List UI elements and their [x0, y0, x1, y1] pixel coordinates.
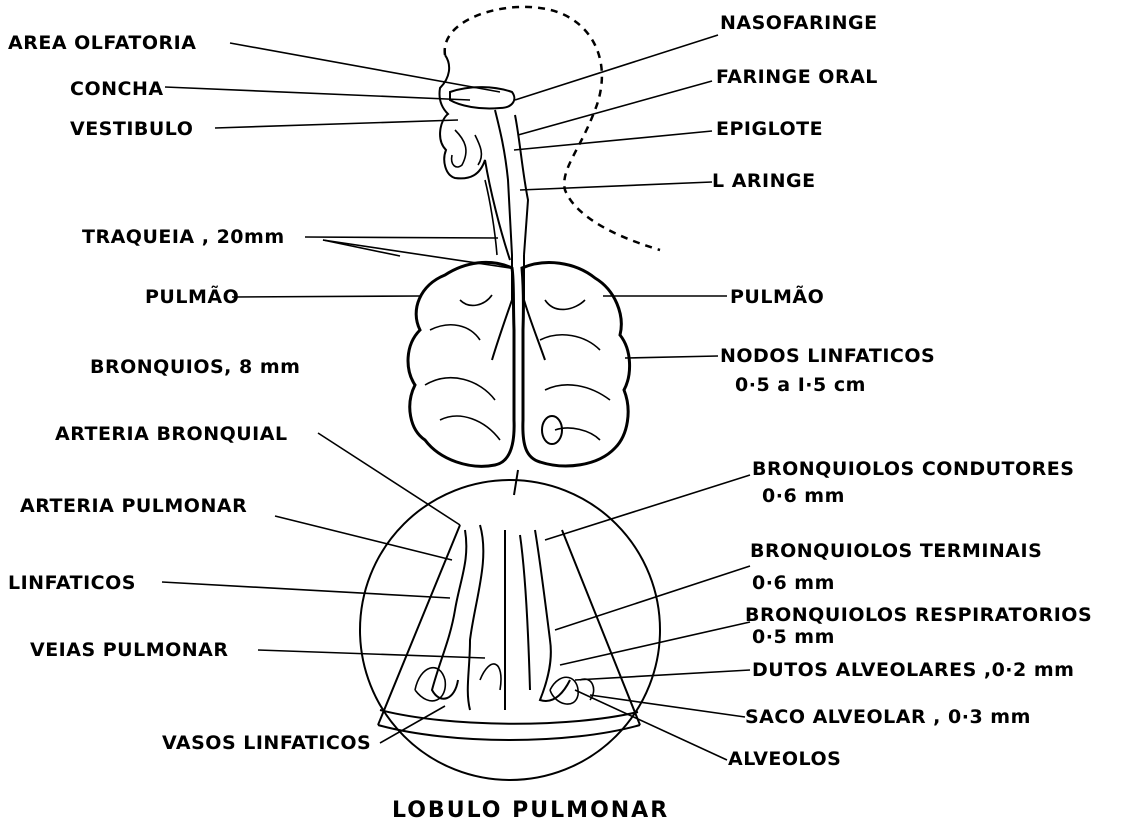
mouth-detail [452, 130, 482, 167]
label-arteria-bronquial: ARTERIA BRONQUIAL [55, 425, 288, 444]
label-veias-pulmonar: VEIAS PULMONAR [30, 641, 229, 660]
label-bronquios: BRONQUIOS, 8 mm [90, 358, 300, 377]
label-vestibulo: VESTIBULO [70, 120, 193, 139]
lobule-cone [378, 525, 640, 740]
label-laringe: L ARINGE [712, 172, 816, 191]
lobule-circle [360, 480, 660, 780]
label-bronquiolos-condutores-size: 0·6 mm [762, 487, 845, 506]
caption-lobulo-pulmonar: LOBULO PULMONAR [392, 800, 669, 822]
label-linfaticos: LINFATICOS [8, 574, 136, 593]
label-nodos-linfaticos: NODOS LINFATICOS [720, 347, 935, 366]
label-dutos-alveolares: DUTOS ALVEOLARES ,0·2 mm [752, 661, 1074, 680]
label-area-olfatoria: AREA OLFATORIA [8, 34, 196, 53]
label-bronquiolos-terminais-size: 0·6 mm [752, 574, 835, 593]
head-outline [445, 7, 660, 250]
label-pulmao-left: PULMÃO [145, 288, 239, 307]
label-vasos-linfaticos: VASOS LINFATICOS [162, 734, 371, 753]
label-bronquiolos-respiratorios-size: 0·5 mm [752, 628, 835, 647]
label-bronquiolos-terminais: BRONQUIOLOS TERMINAIS [750, 542, 1042, 561]
label-arteria-pulmonar: ARTERIA PULMONAR [20, 497, 247, 516]
label-traqueia: TRAQUEIA , 20mm [82, 228, 285, 247]
label-nasofaringe: NASOFARINGE [720, 14, 878, 33]
label-faringe-oral: FARINGE ORAL [716, 68, 878, 87]
face-profile [439, 55, 510, 260]
label-concha: CONCHA [70, 80, 164, 99]
label-nodos-size: 0·5 a I·5 cm [735, 376, 866, 395]
label-saco-alveolar: SACO ALVEOLAR , 0·3 mm [745, 708, 1031, 727]
label-bronquiolos-respiratorios: BRONQUIOLOS RESPIRATORIOS [745, 606, 1092, 625]
nasal-cavity [450, 87, 514, 108]
right-lung [522, 263, 630, 466]
pharynx [495, 110, 528, 255]
label-bronquiolos-condutores: BRONQUIOLOS CONDUTORES [752, 460, 1074, 479]
left-lung [408, 262, 514, 466]
label-epiglote: EPIGLOTE [716, 120, 823, 139]
label-alveolos: ALVEOLOS [728, 750, 841, 769]
label-pulmao-right: PULMÃO [730, 288, 824, 307]
